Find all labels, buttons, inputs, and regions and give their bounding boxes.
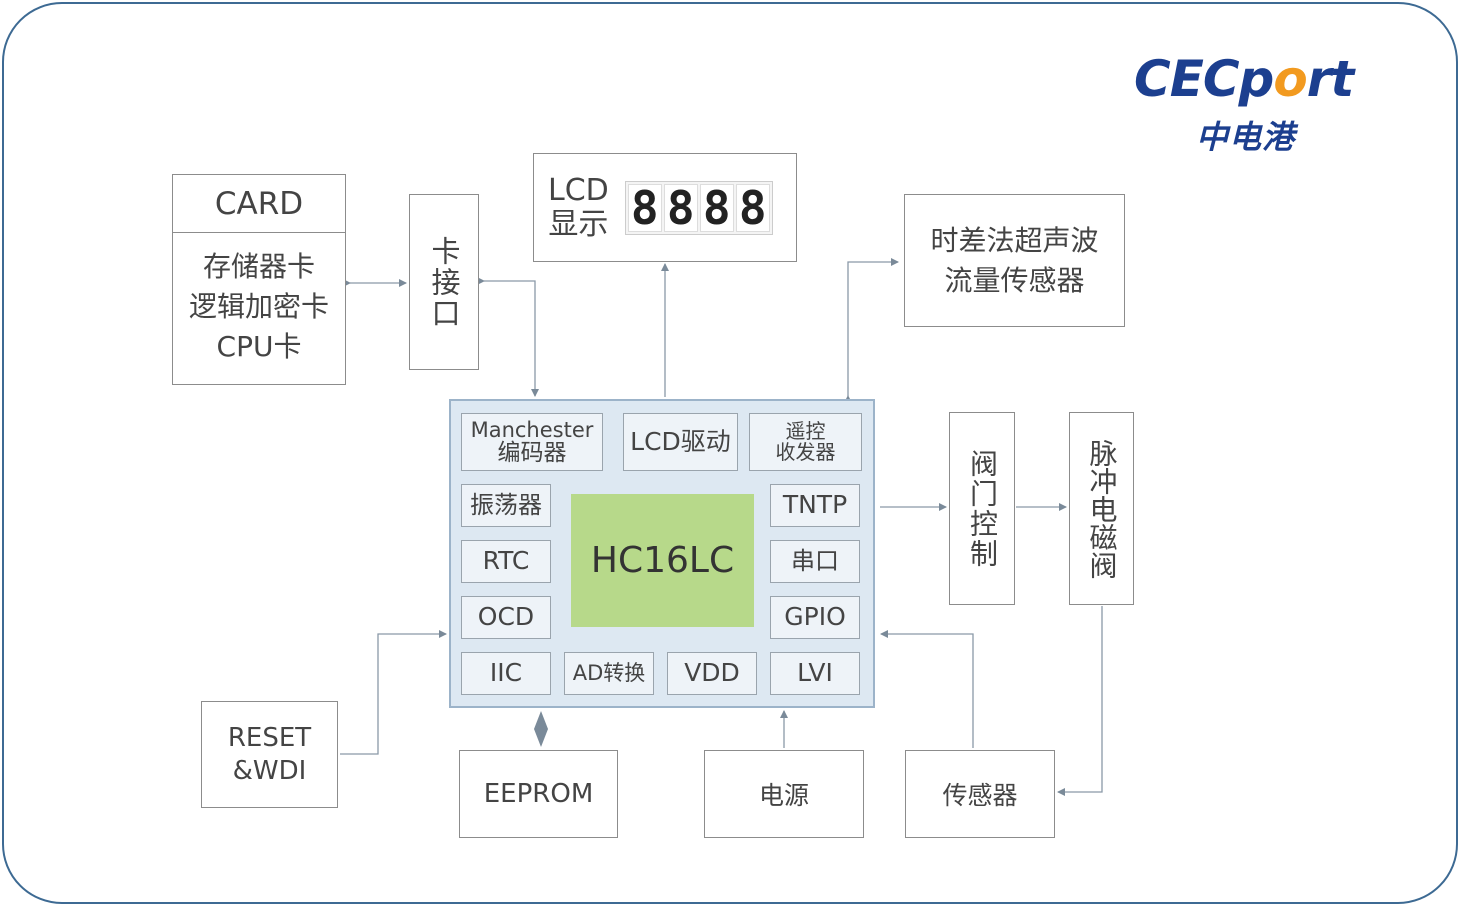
card-type-logic: 逻辑加密卡 xyxy=(188,290,329,323)
remote-line2: 收发器 xyxy=(775,440,836,464)
ultrasonic-line2: 流量传感器 xyxy=(944,263,1085,297)
tntp-cell: TNTP xyxy=(770,484,860,527)
segment-digit: 8 xyxy=(699,181,734,235)
lcd-driver-cell: LCD驱动 xyxy=(623,413,738,471)
hc16lc-core: HC16LC xyxy=(571,494,754,627)
reset-line2: &WDI xyxy=(232,755,307,786)
iic-cell: IIC xyxy=(461,652,551,695)
logo-text-cn: 中电港 xyxy=(1196,118,1296,156)
lvi-cell: LVI xyxy=(770,652,860,695)
oscillator-cell: 振荡器 xyxy=(461,484,551,527)
reset-to-mcu-line xyxy=(340,630,447,755)
card-block: CARD 存储器卡 逻辑加密卡 CPU卡 xyxy=(172,174,346,385)
adc-cell: AD转换 xyxy=(564,652,654,695)
power-supply-block: 电源 xyxy=(704,750,864,838)
pulse-solenoid-valve-block: 脉冲电磁阀 xyxy=(1069,412,1134,605)
lcd-label-line1: LCD xyxy=(548,172,609,208)
card-type-memory: 存储器卡 xyxy=(202,250,315,283)
card-port-block: 卡接口 xyxy=(409,194,479,370)
segment-digit: 8 xyxy=(663,181,698,235)
manchester-line2: 编码器 xyxy=(497,439,567,466)
lcd-label-line2: 显示 xyxy=(548,206,609,242)
reset-wdi-block: RESET &WDI xyxy=(201,701,338,808)
cecport-logo: CECport 中电港 xyxy=(1130,50,1390,160)
segment-digit: 8 xyxy=(627,181,662,235)
segment-digit: 8 xyxy=(735,181,770,235)
vdd-cell: VDD xyxy=(667,652,757,695)
valve-control-block: 阀门控制 xyxy=(949,412,1015,605)
eeprom-block: EEPROM xyxy=(459,750,618,838)
sensor-to-mcu-line xyxy=(880,630,974,748)
reset-line1: RESET xyxy=(227,722,312,753)
ocd-cell: OCD xyxy=(461,596,551,639)
ultrasonic-flow-sensor-block: 时差法超声波 流量传感器 xyxy=(904,194,1125,327)
gpio-cell: GPIO xyxy=(770,596,860,639)
lcd-display-block: LCD 显示 8 8 8 8 xyxy=(533,153,797,262)
seven-segment-display: 8 8 8 8 xyxy=(624,180,773,235)
rtc-cell: RTC xyxy=(461,540,551,583)
remote-line1: 遥控 xyxy=(785,419,826,443)
sensor-block: 传感器 xyxy=(905,750,1055,838)
logo-text-en: CECport xyxy=(1134,50,1354,108)
port-to-mcu-line xyxy=(477,277,539,397)
card-header: CARD xyxy=(173,175,345,233)
mcu-to-ultrasonic-line xyxy=(844,258,899,403)
ultrasonic-line1: 时差法超声波 xyxy=(930,223,1099,257)
manchester-line1: Manchester xyxy=(470,417,594,442)
card-type-cpu: CPU卡 xyxy=(216,330,302,363)
serial-port-cell: 串口 xyxy=(770,540,860,583)
remote-transceiver-cell: 遥控 收发器 xyxy=(749,413,862,471)
pulse-to-sensor-line xyxy=(1057,606,1103,796)
manchester-encoder-cell: Manchester 编码器 xyxy=(461,413,603,471)
eeprom-link-diamond xyxy=(534,711,548,747)
